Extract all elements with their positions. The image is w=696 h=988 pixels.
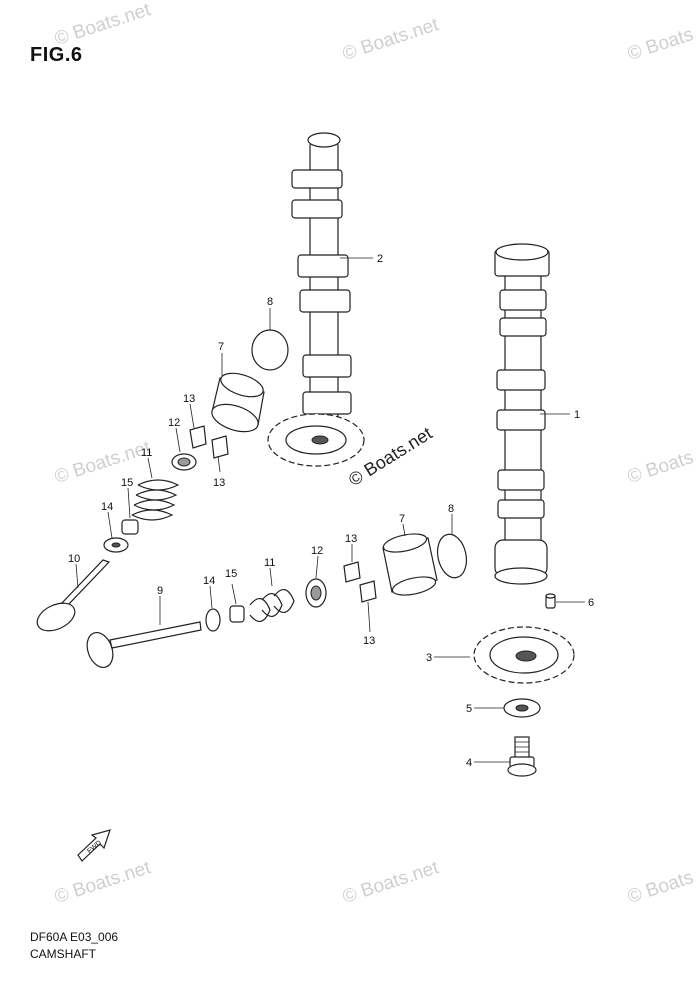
seat-14-upper	[103, 537, 129, 553]
callout-14: 14	[203, 575, 215, 587]
callout-13: 13	[213, 477, 225, 489]
callout-7: 7	[399, 513, 405, 525]
leader-line	[269, 567, 273, 587]
callout-8: 8	[267, 296, 273, 308]
seat-14-lower	[205, 608, 221, 632]
washer-5	[503, 698, 541, 718]
pin-6	[545, 593, 556, 609]
figure-title: FIG.6	[30, 44, 83, 66]
callout-13: 13	[363, 635, 375, 647]
spring-11-lower	[249, 589, 295, 622]
callout-14: 14	[101, 501, 113, 513]
leader-line	[127, 487, 131, 519]
callout-15: 15	[225, 568, 237, 580]
callout-7: 7	[218, 341, 224, 353]
callout-6: 6	[588, 597, 594, 609]
callout-9: 9	[157, 585, 163, 597]
callout-5: 5	[466, 703, 472, 715]
leader-line	[402, 523, 406, 537]
leader-line	[147, 457, 153, 479]
cotter-13-upper-b	[211, 435, 229, 459]
callout-13: 13	[183, 393, 195, 405]
fwd-arrow: FWD	[77, 829, 111, 862]
shim-8-upper	[251, 329, 289, 371]
callout-8: 8	[448, 503, 454, 515]
seal-15-upper	[121, 519, 139, 535]
leader-line	[107, 511, 113, 539]
callout-15: 15	[121, 477, 133, 489]
cotter-13-lower-a	[343, 561, 361, 583]
callout-4: 4	[466, 757, 472, 769]
bolt-4	[507, 736, 537, 777]
callout-1: 1	[574, 409, 580, 421]
callout-11: 11	[141, 447, 152, 459]
callout-12: 12	[168, 417, 180, 429]
callout-10: 10	[68, 553, 80, 565]
retainer-12-lower	[305, 578, 327, 608]
callout-3: 3	[426, 652, 432, 664]
valve-10	[36, 559, 111, 632]
camshaft-1	[494, 243, 550, 585]
seal-15-lower	[229, 605, 245, 623]
spring-11-upper	[131, 479, 180, 521]
camshaft-2	[267, 132, 365, 467]
cotter-13-upper-a	[189, 425, 207, 449]
diagram-caption: CAMSHAFT	[30, 947, 96, 961]
tappet-7-upper	[211, 372, 265, 433]
leader-line	[315, 555, 319, 579]
leader-line	[189, 403, 195, 429]
leader-line	[217, 455, 221, 473]
callout-12: 12	[311, 545, 323, 557]
leader-line	[367, 601, 371, 633]
callout-11: 11	[264, 557, 275, 569]
cotter-13-lower-b	[359, 580, 377, 603]
diagram-code: DF60A E03_006	[30, 930, 119, 944]
leader-line	[209, 585, 213, 609]
retainer-12-upper	[171, 453, 197, 471]
valve-9	[86, 621, 202, 669]
tappet-7-lower	[382, 533, 438, 596]
leader-line	[231, 583, 237, 605]
leader-line	[175, 427, 181, 453]
callout-13: 13	[345, 533, 357, 545]
callout-2: 2	[377, 253, 383, 265]
sprocket-3	[473, 626, 575, 684]
shim-8-lower	[436, 533, 468, 579]
leader-line	[75, 563, 79, 589]
